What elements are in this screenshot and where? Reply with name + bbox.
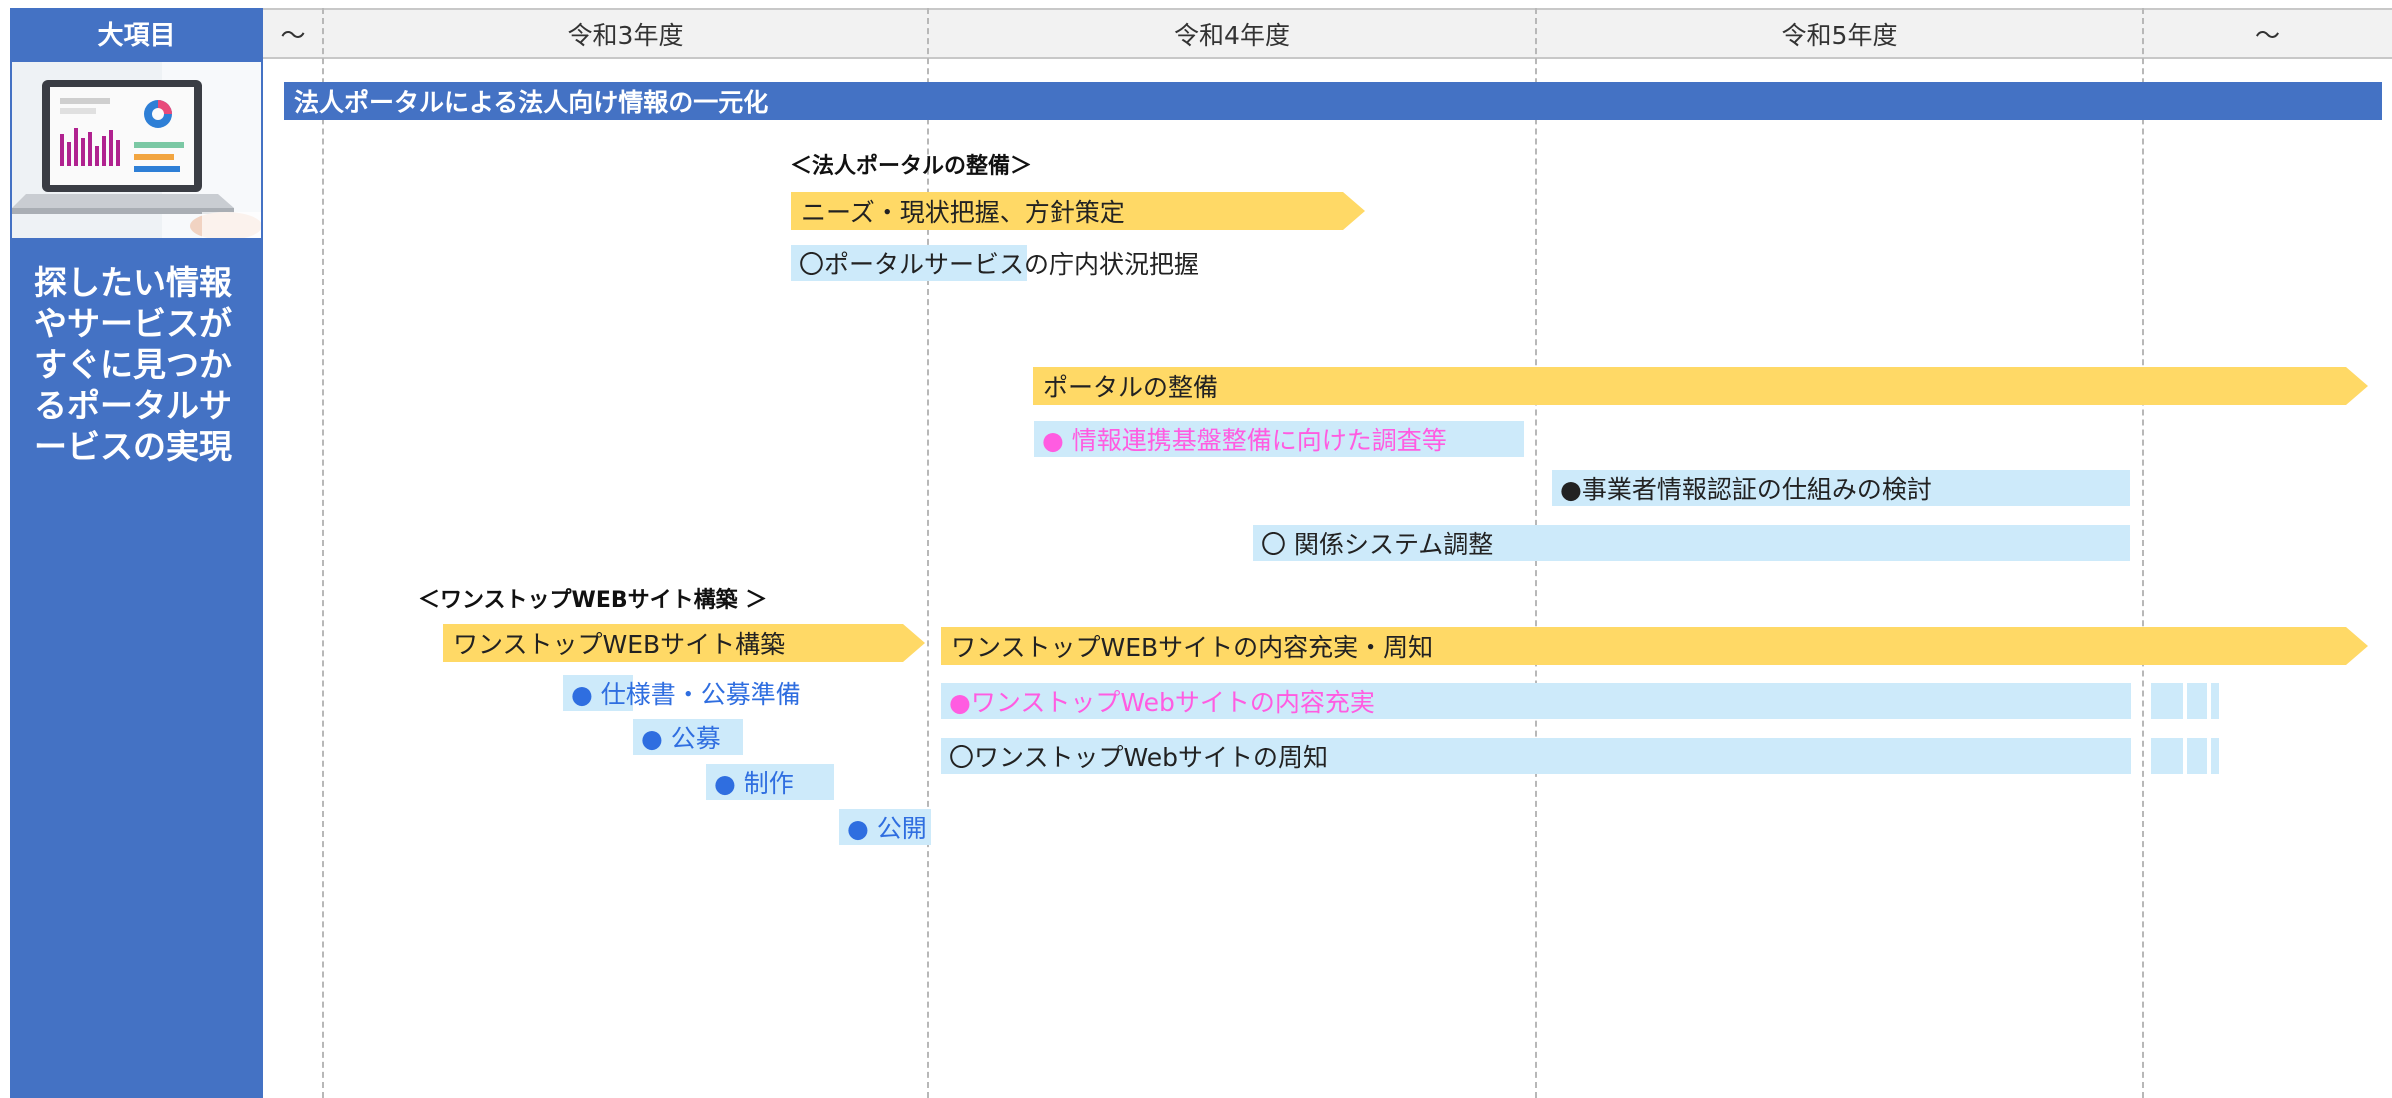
continuation-stub bbox=[2211, 738, 2219, 774]
header-fy-r5: 令和5年度 bbox=[1781, 20, 1898, 50]
portal-section-title: ＜法人ポータルの整備＞ bbox=[790, 154, 1033, 179]
header-before: ～ bbox=[280, 20, 306, 50]
portal-phase2-arrow: ポータルの整備 bbox=[1033, 367, 2368, 405]
category-header: 大項目 bbox=[10, 8, 263, 58]
onestop-phase1-arrow: ワンストップWEBサイト構築 bbox=[443, 624, 925, 662]
portal-phase1-arrow: ニーズ・現状把握、方針策定 bbox=[791, 192, 1365, 230]
onestop-task-content: ●ワンストップWebサイトの内容充実 bbox=[941, 683, 2131, 719]
onestop-phase2-arrow: ワンストップWEBサイトの内容充実・周知 bbox=[941, 627, 2368, 665]
portal-task-system: 〇 関係システム調整 bbox=[1253, 525, 2130, 561]
continuation-stub bbox=[2211, 683, 2219, 719]
timeline-header bbox=[263, 8, 2392, 59]
main-initiative-banner: 法人ポータルによる法人向け情報の一元化 bbox=[284, 82, 2382, 120]
divider-line bbox=[322, 8, 324, 1098]
continuation-stub bbox=[2187, 738, 2207, 774]
onestop-task-promotion: 〇ワンストップWebサイトの周知 bbox=[941, 738, 2131, 774]
portal-task-auth: ●事業者情報認証の仕組みの検討 bbox=[1552, 470, 2130, 506]
continuation-stub bbox=[2151, 738, 2183, 774]
divider-line bbox=[927, 8, 929, 1098]
header-fy-r4: 令和4年度 bbox=[1174, 20, 1290, 50]
continuation-stub bbox=[2151, 683, 2183, 719]
onestop-task-recruit: ● 公募 bbox=[633, 719, 743, 755]
header-fy-r3: 令和3年度 bbox=[567, 20, 684, 50]
onestop-task-build: ● 制作 bbox=[706, 764, 834, 800]
onestop-task-publish: ● 公開 bbox=[839, 809, 931, 845]
theme-description: 探したい情報やサービスがすぐに見つかるポータルサービスの実現 bbox=[34, 263, 232, 466]
portal-task-survey: 〇ポータルサービスの庁内状況把握 bbox=[791, 245, 1199, 281]
laptop-icon bbox=[12, 62, 262, 240]
onestop-task-spec: ● 仕様書・公募準備 bbox=[563, 675, 801, 711]
continuation-stub bbox=[2187, 683, 2207, 719]
portal-task-research: ● 情報連携基盤整備に向けた調査等 bbox=[1034, 421, 1524, 457]
onestop-section-title: ＜ワンストップWEBサイト構築 ＞ bbox=[418, 588, 768, 613]
divider-line bbox=[2142, 8, 2144, 1098]
header-after: ～ bbox=[2254, 20, 2280, 50]
laptop-dashboard-image bbox=[12, 62, 262, 240]
